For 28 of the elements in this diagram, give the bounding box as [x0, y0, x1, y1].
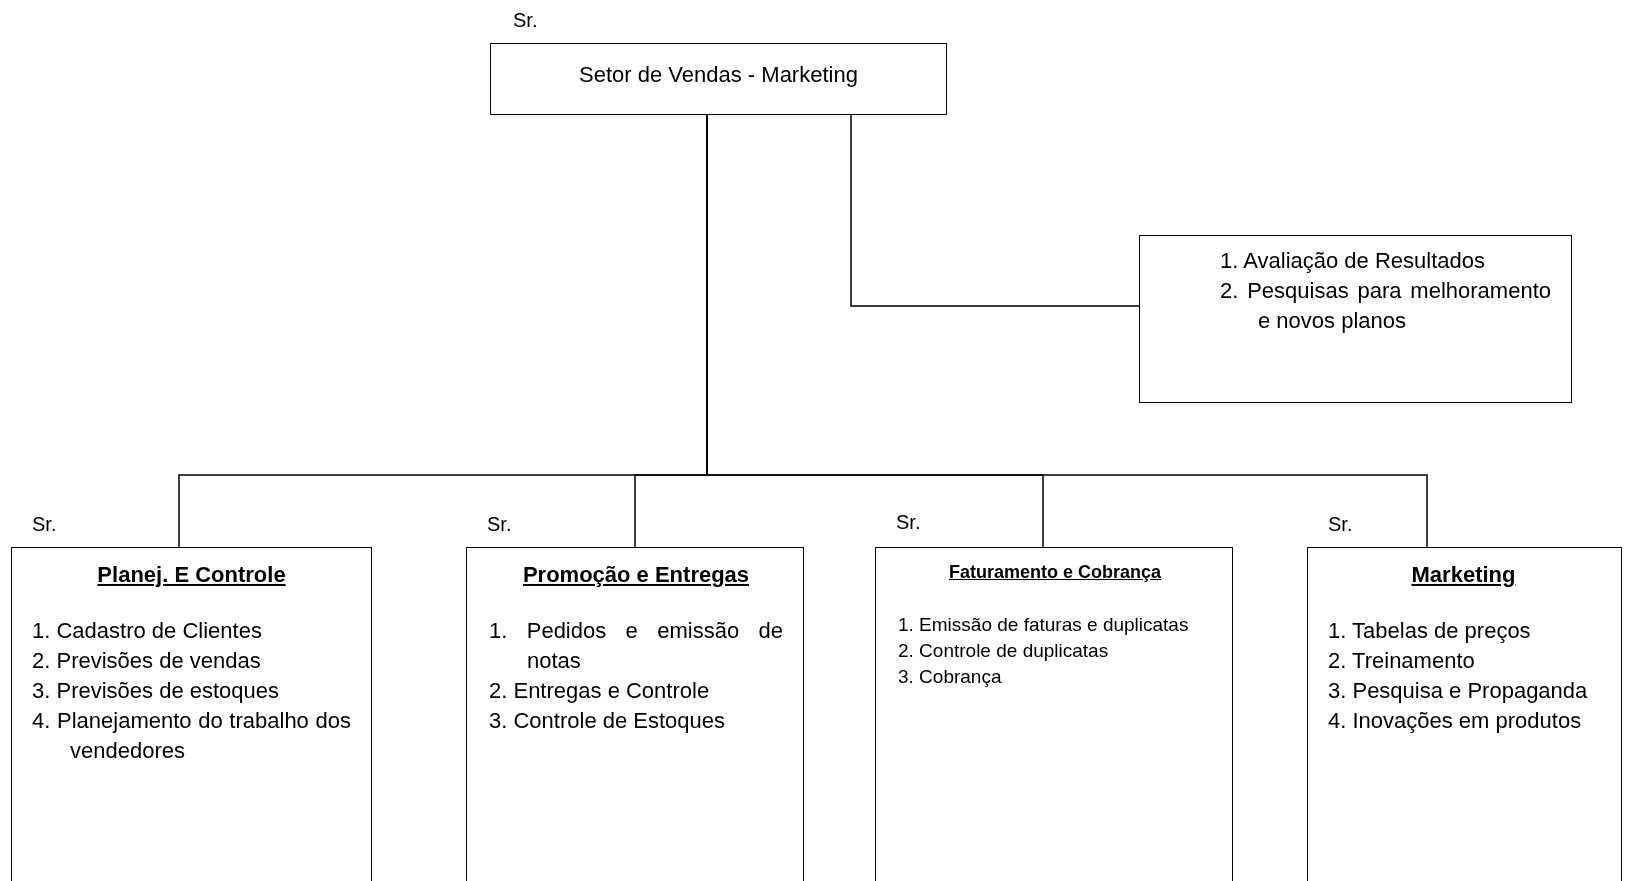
list-item: 2. Pesquisas para melhoramento e novos planos [1220, 276, 1551, 335]
list-item: 3. Previsões de estoques [32, 676, 281, 705]
list-item: 1. Pedidos e emissão de notas [489, 616, 783, 675]
list-item: 2. Treinamento [1328, 646, 1476, 675]
list-item: 3. Cobrança [898, 664, 1003, 689]
list-item: 1. Tabelas de preços [1328, 616, 1532, 645]
title-label: Sr. [32, 512, 57, 537]
list-item: 1. Avaliação de Resultados [1220, 247, 1486, 275]
list-item: 3. Controle de Estoques [489, 706, 727, 735]
connector-line [850, 114, 1140, 307]
box-heading: Promoção e Entregas [521, 561, 751, 589]
title-label: Sr. [487, 512, 512, 537]
list-item: 4. Planejamento do trabalho dos vendedores [32, 706, 351, 765]
list-item: 2. Entregas e Controle [489, 676, 711, 705]
box-heading: Planej. E Controle [96, 561, 287, 589]
box-heading: Faturamento e Cobrança [947, 561, 1162, 584]
title-label: Sr. [513, 8, 538, 33]
title-label: Sr. [1328, 512, 1353, 537]
box-title: Setor de Vendas - Marketing [578, 61, 859, 89]
list-item: 1. Emissão de faturas e duplicatas [898, 612, 1190, 637]
list-item: 2. Controle de duplicatas [898, 638, 1110, 663]
list-item: 4. Inovações em produtos [1328, 706, 1583, 735]
title-label: Sr. [896, 510, 921, 535]
box-heading: Marketing [1410, 561, 1517, 589]
list-item: 3. Pesquisa e Propaganda [1328, 676, 1589, 705]
list-item: 2. Previsões de vendas [32, 646, 262, 675]
org-box [1139, 235, 1572, 403]
list-item: 1. Cadastro de Clientes [32, 616, 263, 645]
